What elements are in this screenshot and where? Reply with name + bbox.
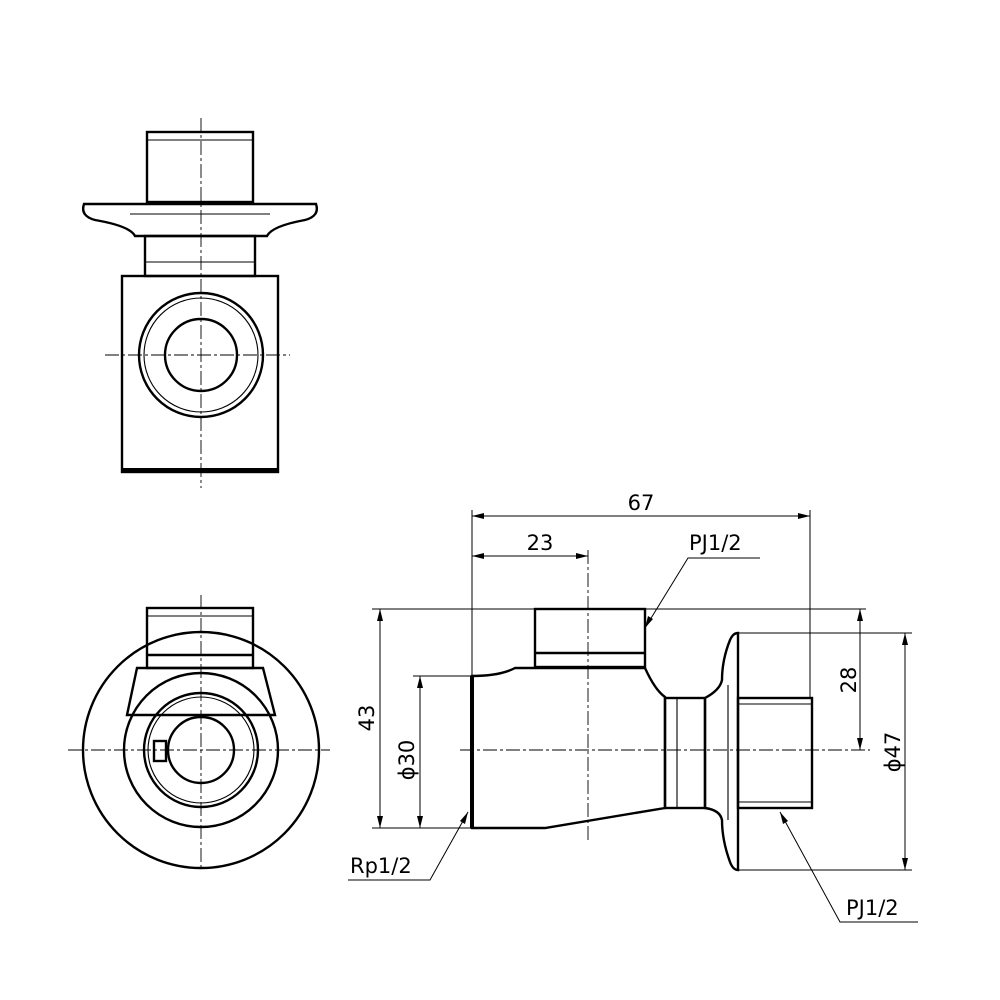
label-rear-thread: PJ1/2 <box>846 896 899 920</box>
label-inlet-thread: Rp1/2 <box>350 854 412 878</box>
dim-phi47: ϕ47 <box>881 732 905 773</box>
dimension-labels: 67 23 PJ1/2 43 ϕ30 28 ϕ47 Rp1/2 PJ1/2 <box>350 491 905 920</box>
front-view <box>68 595 330 870</box>
dimension-lines <box>348 510 918 923</box>
dim-43: 43 <box>355 705 379 732</box>
dim-28: 28 <box>837 667 861 694</box>
label-top-thread: PJ1/2 <box>689 531 742 555</box>
side-view <box>460 550 870 872</box>
neck <box>143 234 257 278</box>
dim-67: 67 <box>628 491 655 515</box>
top-pipe <box>145 130 255 204</box>
dim-23: 23 <box>527 531 554 555</box>
key-notch <box>152 739 168 763</box>
dim-phi30: ϕ30 <box>395 740 419 781</box>
top-view <box>81 118 319 488</box>
flange <box>81 202 319 238</box>
